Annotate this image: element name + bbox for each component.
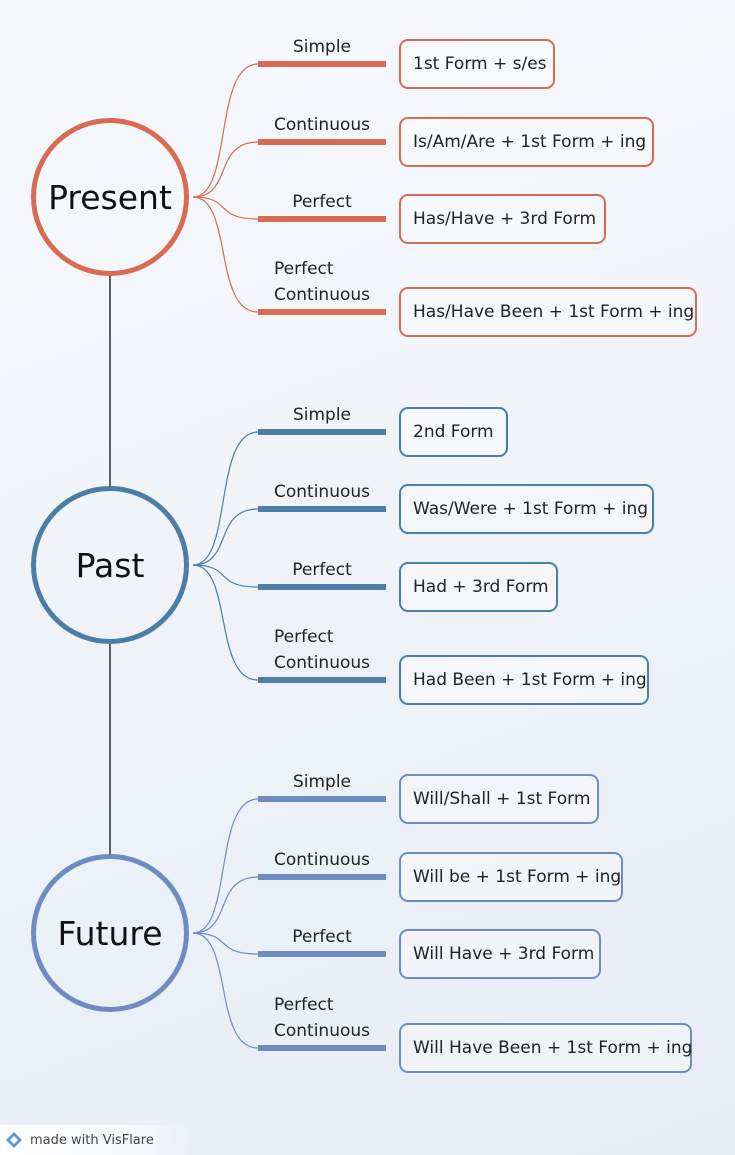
formula-box-future-perfect-continuous[interactable]: Will Have Been + 1st Form + ing — [399, 1023, 692, 1073]
formula-text: Is/Am/Are + 1st Form + ing — [413, 132, 647, 152]
hub-label: Past — [75, 545, 145, 585]
branch-connector-past-simple — [192, 431, 259, 566]
branch-connector-past-perfect — [192, 564, 259, 588]
hub-present[interactable]: Present — [31, 118, 189, 276]
branch-label-past-simple: Simple — [292, 405, 352, 425]
formula-box-past-continuous[interactable]: Was/Were + 1st Form + ing — [399, 484, 654, 534]
formula-text: Has/Have Been + 1st Form + ing — [413, 302, 695, 322]
branch-connector-past-perfect-continuous — [192, 564, 259, 681]
branch-label-past-continuous: Continuous — [273, 482, 370, 502]
branch-connector-past-continuous — [192, 508, 259, 566]
branch-label-future-perfect-continuous: Perfect Continuous — [274, 995, 371, 1041]
formula-text: Had + 3rd Form — [413, 577, 549, 597]
branch-label-future-perfect: Perfect — [292, 927, 352, 947]
branch-label-future-simple: Simple — [292, 772, 352, 792]
formula-box-present-perfect[interactable]: Has/Have + 3rd Form — [399, 194, 606, 244]
hub-label: Future — [57, 913, 163, 953]
formula-text: Will Have + 3rd Form — [413, 944, 595, 964]
formula-text: Was/Were + 1st Form + ing — [413, 499, 649, 519]
formula-text: Will Have Been + 1st Form + ing — [413, 1038, 693, 1058]
hub-future[interactable]: Future — [31, 854, 189, 1012]
formula-text: Will be + 1st Form + ing — [413, 867, 622, 887]
branch-connector-present-perfect-continuous — [192, 196, 259, 313]
formula-text: 1st Form + s/es — [413, 54, 547, 74]
hub-past[interactable]: Past — [31, 486, 189, 644]
formula-box-future-continuous[interactable]: Will be + 1st Form + ing — [399, 852, 623, 902]
formula-box-present-perfect-continuous[interactable]: Has/Have Been + 1st Form + ing — [399, 287, 697, 337]
watermark[interactable]: made with VisFlare — [0, 1125, 196, 1155]
formula-text: Had Been + 1st Form + ing — [413, 670, 647, 690]
visflare-logo-icon — [6, 1132, 22, 1148]
branch-label-past-perfect: Perfect — [292, 560, 352, 580]
branch-label-past-perfect-continuous: Perfect Continuous — [274, 627, 371, 673]
formula-box-present-simple[interactable]: 1st Form + s/es — [399, 39, 555, 89]
formula-box-future-perfect[interactable]: Will Have + 3rd Form — [399, 929, 601, 979]
branch-label-present-perfect-continuous: Perfect Continuous — [274, 259, 371, 305]
branch-label-present-simple: Simple — [292, 37, 352, 57]
formula-text: Will/Shall + 1st Form — [413, 789, 591, 809]
branch-label-present-perfect: Perfect — [292, 192, 352, 212]
formula-box-future-simple[interactable]: Will/Shall + 1st Form — [399, 774, 599, 824]
formula-box-past-simple[interactable]: 2nd Form — [399, 407, 508, 457]
watermark-text: made with VisFlare — [30, 1132, 154, 1148]
formula-box-past-perfect[interactable]: Had + 3rd Form — [399, 562, 558, 612]
branch-connector-present-simple — [192, 63, 259, 198]
formula-box-past-perfect-continuous[interactable]: Had Been + 1st Form + ing — [399, 655, 649, 705]
branch-connector-future-simple — [192, 798, 259, 934]
formula-box-present-continuous[interactable]: Is/Am/Are + 1st Form + ing — [399, 117, 654, 167]
branch-connector-present-perfect — [192, 196, 259, 220]
branch-connector-future-perfect-continuous — [192, 932, 259, 1049]
branch-label-present-continuous: Continuous — [273, 115, 370, 135]
formula-text: Has/Have + 3rd Form — [413, 209, 597, 229]
branch-connector-present-continuous — [192, 141, 259, 198]
branch-label-future-continuous: Continuous — [273, 850, 370, 870]
formula-text: 2nd Form — [413, 422, 494, 442]
branch-connector-future-continuous — [192, 876, 259, 934]
branch-connector-future-perfect — [192, 932, 259, 955]
hub-label: Present — [48, 177, 172, 217]
